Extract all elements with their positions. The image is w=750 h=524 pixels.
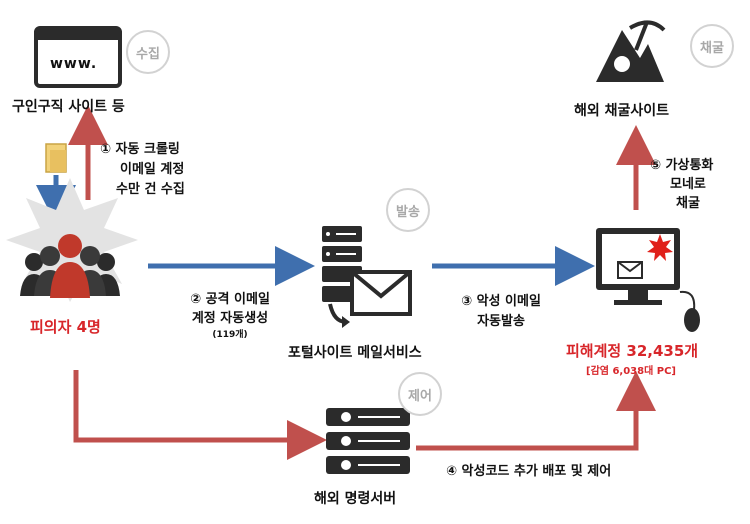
arrow-suspects-to-c2 [73,370,327,460]
envelope-icon [350,270,412,316]
node-job-sites-label: 구인구직 사이트 등 [12,99,125,115]
infected-pc-icon [596,228,700,332]
step5-line3: 채굴 [676,196,700,211]
browser-icon-text: www. [50,56,98,72]
node-portal-mail-label: 포털사이트 메일서비스 [288,345,422,361]
suspects-people-icon [20,234,120,298]
step1-line2: 이메일 계정 [120,162,185,177]
step5-line2: 모네로 [670,177,706,192]
node-overseas-mining-label: 해외 채굴사이트 [574,103,670,119]
browser-window-icon [34,26,122,88]
node-suspects-label: 피의자 4명 [30,318,101,336]
badge-send: 발송 [386,188,430,232]
arrow-step4 [416,371,656,451]
badge-mining: 채굴 [690,24,734,68]
step3-line1: ③ 악성 이메일 [461,294,541,309]
badge-control: 제어 [398,372,442,416]
node-victim-accounts-label: 피해계정 32,435개 [566,342,699,360]
badge-collect: 수집 [126,30,170,74]
step1-line3: 수만 건 수집 [116,182,185,197]
step5-line1: ⑤ 가상통화 [650,158,714,173]
node-victim-accounts-sub: [감염 6,038대 PC] [586,366,677,377]
step4-line1: ④ 악성코드 추가 배포 및 제어 [446,464,612,479]
step2-line2: 계정 자동생성 [191,311,269,326]
mining-pickaxe-icon [596,20,666,82]
step3-line2: 자동발송 [477,314,525,329]
folder-icon [45,143,67,173]
step2-line1: ② 공격 이메일 [190,292,270,307]
c2-server-icon [326,408,410,474]
step2-line3: (119개) [212,330,248,340]
step1-line1: ① 자동 크롤링 [100,142,180,157]
node-c2-server-label: 해외 명령서버 [314,491,397,507]
